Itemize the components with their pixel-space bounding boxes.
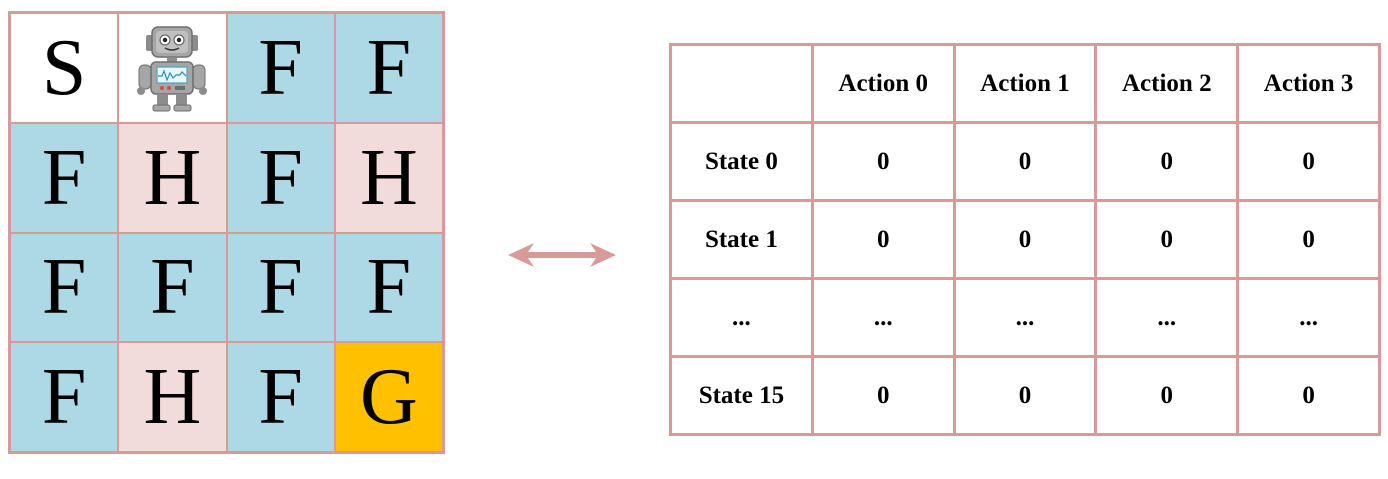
q-value: ...	[1236, 277, 1381, 358]
q-value: 0	[1094, 121, 1240, 202]
grid-cell-hole: H	[334, 122, 443, 233]
robot-icon	[137, 26, 208, 112]
table-header-cell: Action 0	[810, 43, 956, 124]
q-value: 0	[952, 199, 1098, 280]
grid-cell-frozen: F	[10, 232, 119, 343]
double-arrow-icon	[508, 243, 616, 267]
q-value: 0	[810, 199, 956, 280]
q-value: 0	[952, 355, 1098, 436]
table-row: State 15 0 0 0 0	[669, 355, 1381, 436]
q-value: 0	[810, 121, 956, 202]
grid-cell-hole: H	[118, 122, 227, 233]
frozen-lake-grid: S	[8, 11, 445, 454]
grid-cell-frozen: F	[226, 13, 335, 123]
q-value: 0	[1094, 355, 1240, 436]
q-value: 0	[1236, 199, 1381, 280]
q-value: 0	[810, 355, 956, 436]
q-table: Action 0 Action 1 Action 2 Action 3 Stat…	[669, 43, 1381, 436]
table-row: ... ... ... ... ...	[669, 277, 1381, 358]
table-header-cell: Action 1	[952, 43, 1098, 124]
q-value: 0	[1236, 355, 1381, 436]
q-value: ...	[810, 277, 956, 358]
q-value: 0	[1236, 121, 1381, 202]
grid-cell-goal: G	[334, 342, 443, 452]
q-value: ...	[952, 277, 1098, 358]
q-value: 0	[1094, 199, 1240, 280]
table-row: State 1 0 0 0 0	[669, 199, 1381, 280]
table-header-cell: Action 3	[1236, 43, 1381, 124]
grid-cell-start: S	[10, 13, 119, 123]
grid-cell-hole: H	[118, 342, 227, 452]
grid-cell-frozen: F	[334, 13, 443, 123]
state-label: State 15	[669, 355, 814, 436]
grid-cell-frozen: F	[226, 342, 335, 452]
grid-cell-frozen: F	[226, 232, 335, 343]
grid-cell-frozen: F	[118, 232, 227, 343]
table-header-cell	[669, 43, 814, 124]
q-value: ...	[1094, 277, 1240, 358]
grid-cell-frozen: F	[10, 342, 119, 452]
state-label: ...	[669, 277, 814, 358]
table-header-cell: Action 2	[1094, 43, 1240, 124]
q-value: 0	[952, 121, 1098, 202]
grid-cell-frozen: F	[226, 122, 335, 233]
table-header-row: Action 0 Action 1 Action 2 Action 3	[669, 43, 1381, 124]
grid-cell-frozen: F	[10, 122, 119, 233]
table-row: State 0 0 0 0 0	[669, 121, 1381, 202]
state-label: State 1	[669, 199, 814, 280]
state-label: State 0	[669, 121, 814, 202]
grid-cell-agent	[118, 13, 227, 123]
grid-cell-frozen: F	[334, 232, 443, 343]
